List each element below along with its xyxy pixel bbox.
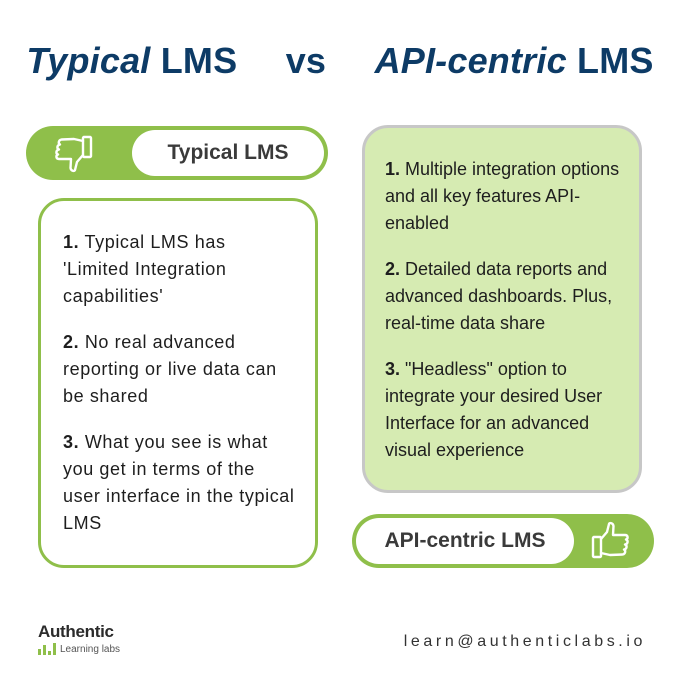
typical-lms-pill: Typical LMS: [26, 126, 328, 180]
page-title: Typical LMS vs API-centric LMS: [0, 40, 680, 82]
contact-email: learn@authenticlabs.io: [403, 633, 646, 650]
title-left-rest: LMS: [160, 40, 238, 81]
list-item: 2. No real advanced reporting or live da…: [63, 329, 295, 410]
list-item: 1. Multiple integration options and all …: [385, 156, 623, 237]
typical-lms-pill-label: Typical LMS: [132, 130, 324, 176]
api-centric-lms-panel: 1. Multiple integration options and all …: [362, 125, 642, 493]
logo-subtitle: Learning labs: [60, 643, 121, 655]
title-vs: vs: [285, 40, 327, 81]
list-item: 3. What you see is what you get in terms…: [63, 429, 295, 537]
item-text: Typical LMS has 'Limited Integration cap…: [63, 232, 227, 306]
item-number: 1.: [63, 232, 80, 252]
thumbs-up-icon: [590, 520, 632, 562]
title-left-italic: Typical: [26, 40, 151, 81]
item-number: 3.: [385, 359, 401, 379]
api-centric-lms-pill: API-centric LMS: [352, 514, 654, 568]
item-number: 2.: [385, 259, 401, 279]
authentic-logo: Authentic Learning labs: [38, 622, 120, 655]
typical-lms-panel: 1. Typical LMS has 'Limited Integration …: [38, 198, 318, 568]
thumbs-down-icon: [52, 132, 94, 174]
list-item: 2. Detailed data reports and advanced da…: [385, 256, 623, 337]
title-right-rest: LMS: [577, 40, 654, 81]
item-number: 2.: [63, 332, 80, 352]
item-text: No real advanced reporting or live data …: [63, 332, 277, 406]
item-number: 3.: [63, 432, 80, 452]
item-text: What you see is what you get in terms of…: [63, 432, 295, 533]
item-text: Detailed data reports and advanced dashb…: [385, 259, 613, 333]
item-number: 1.: [385, 159, 401, 179]
item-text: Multiple integration options and all key…: [385, 159, 620, 233]
logo-brand: Authentic: [38, 622, 114, 641]
item-text: "Headless" option to integrate your desi…: [385, 359, 603, 460]
bars-icon: [38, 643, 56, 655]
title-right-italic: API-centric: [374, 40, 567, 81]
list-item: 1. Typical LMS has 'Limited Integration …: [63, 229, 295, 310]
api-centric-lms-pill-label: API-centric LMS: [356, 518, 574, 564]
list-item: 3. "Headless" option to integrate your d…: [385, 356, 623, 464]
